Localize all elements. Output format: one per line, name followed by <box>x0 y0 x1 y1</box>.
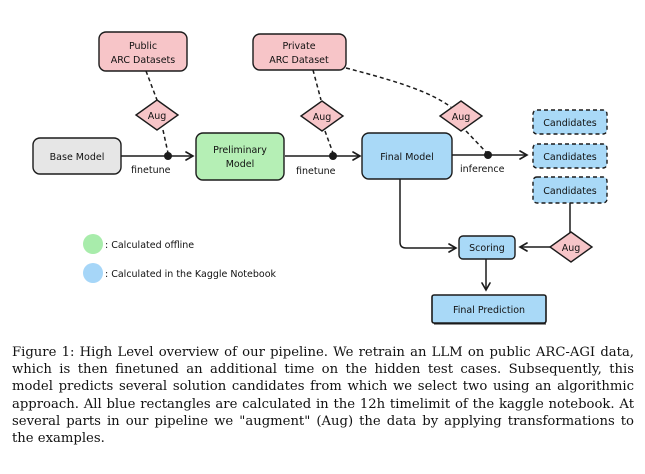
svg-text:Preliminary: Preliminary <box>213 145 267 156</box>
aug-diamond-2: Aug <box>299 100 345 132</box>
junction-dot-finetune-2 <box>329 152 337 160</box>
node-final-prediction: Final Prediction <box>431 294 547 325</box>
svg-text:Final Prediction: Final Prediction <box>453 305 525 316</box>
edge-private-to-aug-right <box>345 67 452 108</box>
svg-text:Private: Private <box>282 41 315 52</box>
legend-label-offline: : Calculated offline <box>105 240 194 251</box>
svg-text:Aug: Aug <box>562 243 581 254</box>
junction-dot-inference <box>484 151 492 159</box>
svg-text:Final Model: Final Model <box>380 152 433 163</box>
edge-public-to-aug <box>145 70 158 101</box>
node-preliminary-model: Preliminary Model <box>195 132 285 181</box>
svg-text:Public: Public <box>129 41 157 52</box>
svg-text:ARC Datasets: ARC Datasets <box>111 55 175 66</box>
svg-text:Candidates: Candidates <box>543 186 597 197</box>
figure-caption: Figure 1: High Level overview of our pip… <box>12 345 634 447</box>
node-public-datasets: Public ARC Datasets <box>98 31 188 72</box>
edge-label-finetune-1: finetune <box>131 165 171 176</box>
edge-label-inference: inference <box>460 164 505 175</box>
svg-text:Model: Model <box>226 159 255 170</box>
pipeline-diagram: Public ARC Datasets Private ARC Dataset … <box>32 31 608 325</box>
svg-text:Candidates: Candidates <box>543 118 597 129</box>
edge-private-to-aug <box>312 69 322 101</box>
legend-label-kaggle: : Calculated in the Kaggle Notebook <box>105 269 277 280</box>
legend: : Calculated offline : Calculated in the… <box>83 234 277 283</box>
node-candidates-1: Candidates <box>532 109 608 135</box>
edge-aug-to-finetune-1 <box>162 129 169 154</box>
svg-text:Aug: Aug <box>452 112 471 123</box>
svg-text:Base Model: Base Model <box>50 152 105 163</box>
node-private-dataset: Private ARC Dataset <box>252 33 347 71</box>
legend-dot-offline <box>83 234 103 254</box>
svg-text:Candidates: Candidates <box>543 152 597 163</box>
legend-dot-kaggle <box>83 263 103 283</box>
node-candidates-3: Candidates <box>532 176 608 204</box>
node-candidates-2: Candidates <box>532 143 608 169</box>
svg-text:Aug: Aug <box>313 112 332 123</box>
node-final-model: Final Model <box>361 132 453 180</box>
aug-diamond-3: Aug <box>438 100 484 132</box>
edge-final-to-scoring <box>399 179 458 253</box>
svg-text:ARC Dataset: ARC Dataset <box>269 55 329 66</box>
edge-aug-to-inference <box>465 130 488 154</box>
svg-text:Scoring: Scoring <box>469 243 505 254</box>
svg-text:Aug: Aug <box>148 111 167 122</box>
edge-aug-to-finetune-2 <box>324 130 334 154</box>
aug-diamond-4: Aug <box>548 231 594 263</box>
aug-diamond-1: Aug <box>134 99 180 131</box>
junction-dot-finetune-1 <box>164 152 172 160</box>
node-scoring: Scoring <box>458 235 516 260</box>
node-base-model: Base Model <box>32 137 122 175</box>
edge-label-finetune-2: finetune <box>296 166 336 177</box>
